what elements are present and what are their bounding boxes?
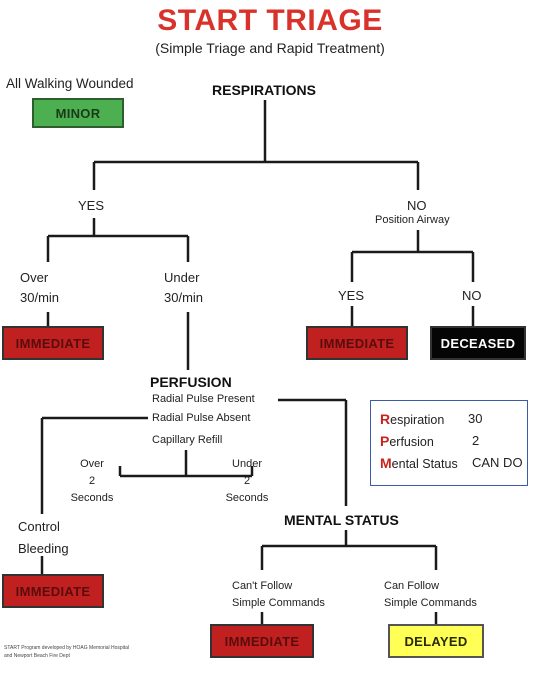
footnote: START Program developed by HOAG Memorial… bbox=[4, 645, 130, 659]
page-subtitle: (Simple Triage and Rapid Treatment) bbox=[155, 40, 385, 56]
legend-row-respiration: Respiration 30 bbox=[380, 411, 483, 427]
control-bleeding-label: Control Bleeding bbox=[18, 519, 69, 556]
legend-row-mental-status: Mental Status CAN DO bbox=[380, 455, 523, 471]
capillary-refill-label: Capillary Refill bbox=[152, 434, 223, 446]
page-title: START TRIAGE bbox=[157, 4, 383, 37]
respirations-label: RESPIRATIONS bbox=[212, 82, 316, 98]
respirations-yes-label: YES bbox=[78, 198, 105, 213]
delayed-tag: DELAYED bbox=[388, 624, 484, 658]
under-30-label: Under 30/min bbox=[164, 270, 204, 305]
cant-follow-label: Can't Follow Simple Commands bbox=[232, 580, 325, 609]
legend-row-perfusion: Perfusion 2 bbox=[380, 433, 480, 449]
airway-yes-label: YES bbox=[338, 288, 365, 303]
perfusion-label: PERFUSION bbox=[150, 374, 232, 390]
immediate-tag-respirations: IMMEDIATE bbox=[2, 326, 104, 360]
walking-wounded-label: All Walking Wounded bbox=[6, 76, 134, 91]
mental-status-label: MENTAL STATUS bbox=[284, 512, 399, 528]
radial-pulse-present-label: Radial Pulse Present bbox=[152, 393, 255, 405]
immediate-tag-airway: IMMEDIATE bbox=[306, 326, 408, 360]
over-2-seconds-label: Over 2 Seconds bbox=[70, 458, 114, 504]
can-follow-label: Can Follow Simple Commands bbox=[384, 580, 477, 609]
respirations-no-label: NO bbox=[407, 198, 427, 213]
immediate-tag-perfusion: IMMEDIATE bbox=[2, 574, 104, 608]
legend-box: Respiration 30 Perfusion 2 Mental Status… bbox=[370, 400, 528, 486]
under-2-seconds-label: Under 2 Seconds bbox=[225, 458, 269, 504]
deceased-tag: DECEASED bbox=[430, 326, 526, 360]
airway-no-label: NO bbox=[462, 288, 482, 303]
position-airway-label: Position Airway bbox=[375, 214, 450, 226]
minor-tag: MINOR bbox=[32, 98, 124, 128]
radial-pulse-absent-label: Radial Pulse Absent bbox=[152, 412, 251, 424]
over-30-label: Over 30/min bbox=[20, 270, 60, 305]
immediate-tag-mental: IMMEDIATE bbox=[210, 624, 314, 658]
